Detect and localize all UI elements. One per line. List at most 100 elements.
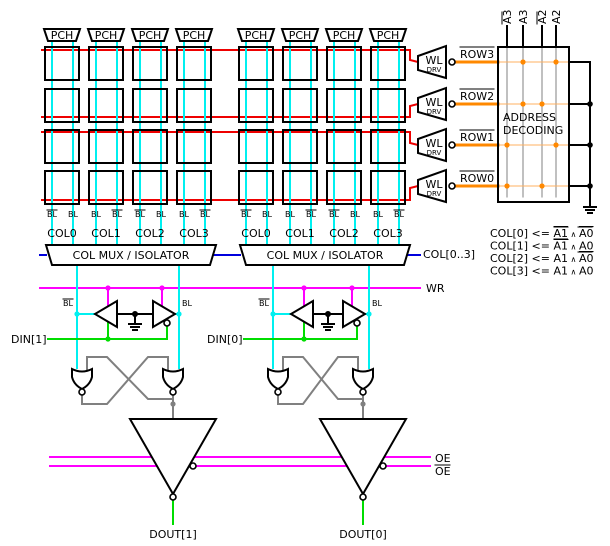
address-input-label: A3 xyxy=(501,9,514,24)
decoder-tap xyxy=(553,142,559,148)
wr-label: WR xyxy=(426,282,445,295)
oe-bar-inversion-bubble xyxy=(379,462,387,470)
column-equation: COL[3] <= A1 ∧ A0 xyxy=(490,265,594,278)
column-label: COL2 xyxy=(135,227,164,240)
memory-cell xyxy=(370,88,406,123)
supply-junction xyxy=(132,311,138,317)
supply-junction xyxy=(325,311,331,317)
precharge-bank0-col0 xyxy=(236,28,276,42)
memory-cell xyxy=(370,170,406,205)
memory-cell xyxy=(326,129,362,164)
memory-cell xyxy=(132,170,168,205)
bitline-label: BL xyxy=(373,210,383,219)
precharge-bank0-col2 xyxy=(324,28,364,42)
bitline-junction xyxy=(270,311,276,317)
dout-label: DOUT[0] xyxy=(339,528,386,541)
nor-gate-right xyxy=(162,367,184,391)
decoder-tap xyxy=(520,101,526,107)
address-input-label: A3 xyxy=(517,9,530,24)
memory-cell xyxy=(88,88,124,123)
column-equation: COL[0] <= A1 ∧ A0 xyxy=(490,227,594,240)
column-mux-label: COL MUX / ISOLATOR xyxy=(267,249,384,262)
bitline-label: BL xyxy=(285,210,295,219)
column-label: COL1 xyxy=(91,227,120,240)
memory-cell xyxy=(370,129,406,164)
oe-bar-label: OE xyxy=(435,465,451,478)
decoder-tap xyxy=(539,183,545,189)
row-select-label: ROW3 xyxy=(460,48,494,61)
wordline-jog xyxy=(409,103,419,117)
decoder-tap xyxy=(504,183,510,189)
write-driver xyxy=(152,299,177,329)
wr-junction xyxy=(105,285,111,291)
din-junction xyxy=(105,336,111,342)
wordline-driver-sublabel: DRV xyxy=(427,66,442,74)
write-driver-bar xyxy=(289,299,314,329)
column-equation: COL[2] <= A1 ∧ A0 xyxy=(490,252,594,265)
precharge-bank1-col3 xyxy=(174,28,214,42)
output-buffer-bank1 xyxy=(128,418,218,497)
components-layer xyxy=(42,28,593,501)
memory-cell xyxy=(132,88,168,123)
latch-junction xyxy=(360,401,366,407)
wordline-driver-sublabel: DRV xyxy=(427,149,442,157)
output-inversion-bubble xyxy=(359,493,367,501)
memory-cell xyxy=(44,129,80,164)
nor-gate-left xyxy=(71,367,93,391)
memory-cell xyxy=(44,46,80,81)
memory-cell xyxy=(238,170,274,205)
wordline-driver-bubble xyxy=(448,141,456,149)
bitline-junction xyxy=(74,311,80,317)
wordline-jog xyxy=(409,185,419,200)
memory-cell xyxy=(132,46,168,81)
bitline-junction xyxy=(366,311,372,317)
nor-inversion-bubble xyxy=(78,388,86,396)
precharge-label: PCH xyxy=(245,29,268,42)
memory-cell xyxy=(326,46,362,81)
column-mux-label: COL MUX / ISOLATOR xyxy=(73,249,190,262)
decoder-tap xyxy=(539,101,545,107)
precharge-label: PCH xyxy=(333,29,356,42)
write-driver-bar xyxy=(93,299,118,329)
oe-bar-inversion-bubble xyxy=(189,462,197,470)
wordline-driver-bubble xyxy=(448,58,456,66)
wordline-driver-label: WL xyxy=(425,137,443,150)
bitline-label: BL xyxy=(372,299,382,308)
decoder-tap xyxy=(504,142,510,148)
bitline-bar-label: BL xyxy=(241,210,251,219)
bitline-label: BL xyxy=(68,210,78,219)
bitline-label: BL xyxy=(350,210,360,219)
memory-cell xyxy=(176,88,212,123)
nor-gate-left xyxy=(267,367,289,391)
memory-cell xyxy=(282,170,318,205)
write-driver xyxy=(342,299,367,329)
memory-cell xyxy=(176,46,212,81)
din-label: DIN[1] xyxy=(11,333,47,346)
bitline-label: BL xyxy=(179,210,189,219)
memory-cell xyxy=(326,88,362,123)
column-mux-bank1 xyxy=(44,244,218,266)
wr-junction xyxy=(301,285,307,291)
wr-junction xyxy=(159,285,165,291)
column-label: COL3 xyxy=(373,227,402,240)
write-driver-inversion-bubble xyxy=(353,319,361,327)
wordline-driver-sublabel: DRV xyxy=(427,108,442,116)
oe-label: OE xyxy=(435,452,451,465)
memory-cell xyxy=(238,46,274,81)
column-equation: COL[1] <= A1 ∧ A0 xyxy=(490,240,594,253)
bitline-bar-label: BL xyxy=(394,210,404,219)
bitline-label: BL xyxy=(182,299,192,308)
memory-cell xyxy=(370,46,406,81)
latch-cross-right xyxy=(81,356,169,405)
precharge-label: PCH xyxy=(183,29,206,42)
bitline-bar-label: BL xyxy=(259,299,269,308)
address-decoder-box xyxy=(497,46,570,203)
precharge-label: PCH xyxy=(139,29,162,42)
wordline-driver-sublabel: DRV xyxy=(427,190,442,198)
precharge-bank0-col3 xyxy=(368,28,408,42)
bitline-label: BL xyxy=(156,210,166,219)
column-mux-bank0 xyxy=(238,244,412,266)
bitline-bar-label: BL xyxy=(47,210,57,219)
wordline-driver-bubble xyxy=(448,182,456,190)
memory-cell xyxy=(88,129,124,164)
